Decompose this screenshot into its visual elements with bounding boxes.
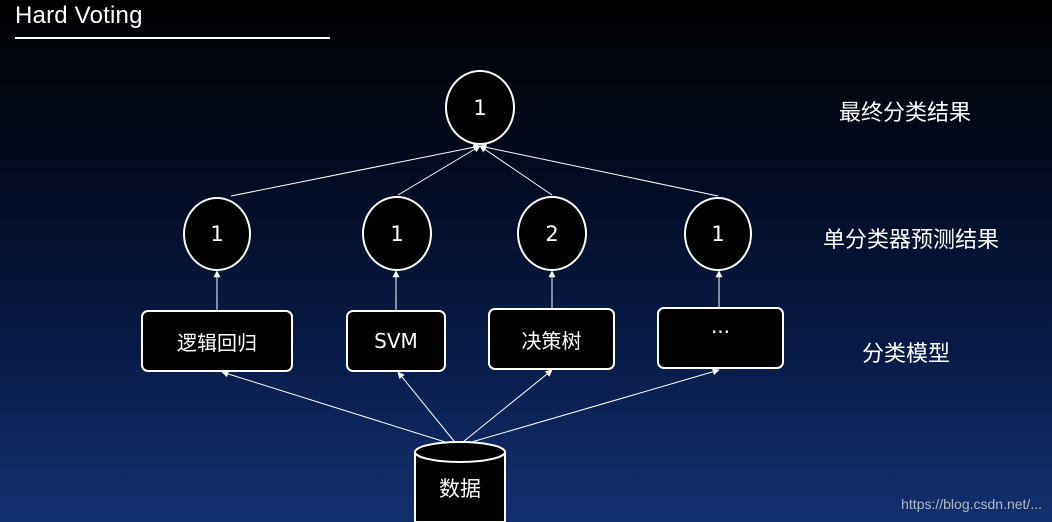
final-result-value: 1 <box>473 95 487 120</box>
edge-pred1-to-final <box>230 143 481 197</box>
prediction-node-1: 1 <box>183 197 251 271</box>
model-name: ··· <box>710 320 731 344</box>
edge-data-to-model4 <box>457 368 720 447</box>
edge-data-to-model2 <box>397 371 459 447</box>
prediction-value: 1 <box>711 222 725 246</box>
model-name: 决策树 <box>521 328 582 353</box>
models-label: 分类模型 <box>862 342 951 367</box>
watermark: https://blog.csdn.net/... <box>901 496 1042 512</box>
edge-pred4-to-final <box>479 143 719 197</box>
title-underline <box>15 37 330 39</box>
model-name: SVM <box>374 329 418 353</box>
final-result-label: 最终分类结果 <box>839 101 972 126</box>
model-box-decision-tree: 决策树 <box>488 308 615 370</box>
prediction-node-4: 1 <box>684 197 752 271</box>
data-source-label: 数据 <box>439 477 481 501</box>
edge-data-to-model3 <box>457 369 553 447</box>
model-box-more: ··· <box>657 307 784 369</box>
prediction-value: 1 <box>390 221 404 246</box>
prediction-value: 2 <box>545 221 559 246</box>
model-box-svm: SVM <box>346 310 446 372</box>
edge-data-to-model1 <box>221 370 459 447</box>
model-box-logistic-regression: 逻辑回归 <box>141 310 293 372</box>
edge-pred3-to-final <box>479 145 553 196</box>
prediction-value: 1 <box>210 222 224 246</box>
model-name: 逻辑回归 <box>177 330 257 355</box>
prediction-node-2: 1 <box>362 196 432 271</box>
final-result-node: 1 <box>445 70 515 145</box>
database-icon <box>414 441 506 522</box>
predictions-label: 单分类器预测结果 <box>823 228 1000 253</box>
slide-title: Hard Voting <box>15 2 143 29</box>
edge-pred2-to-final <box>397 145 481 196</box>
prediction-node-3: 2 <box>517 196 587 271</box>
